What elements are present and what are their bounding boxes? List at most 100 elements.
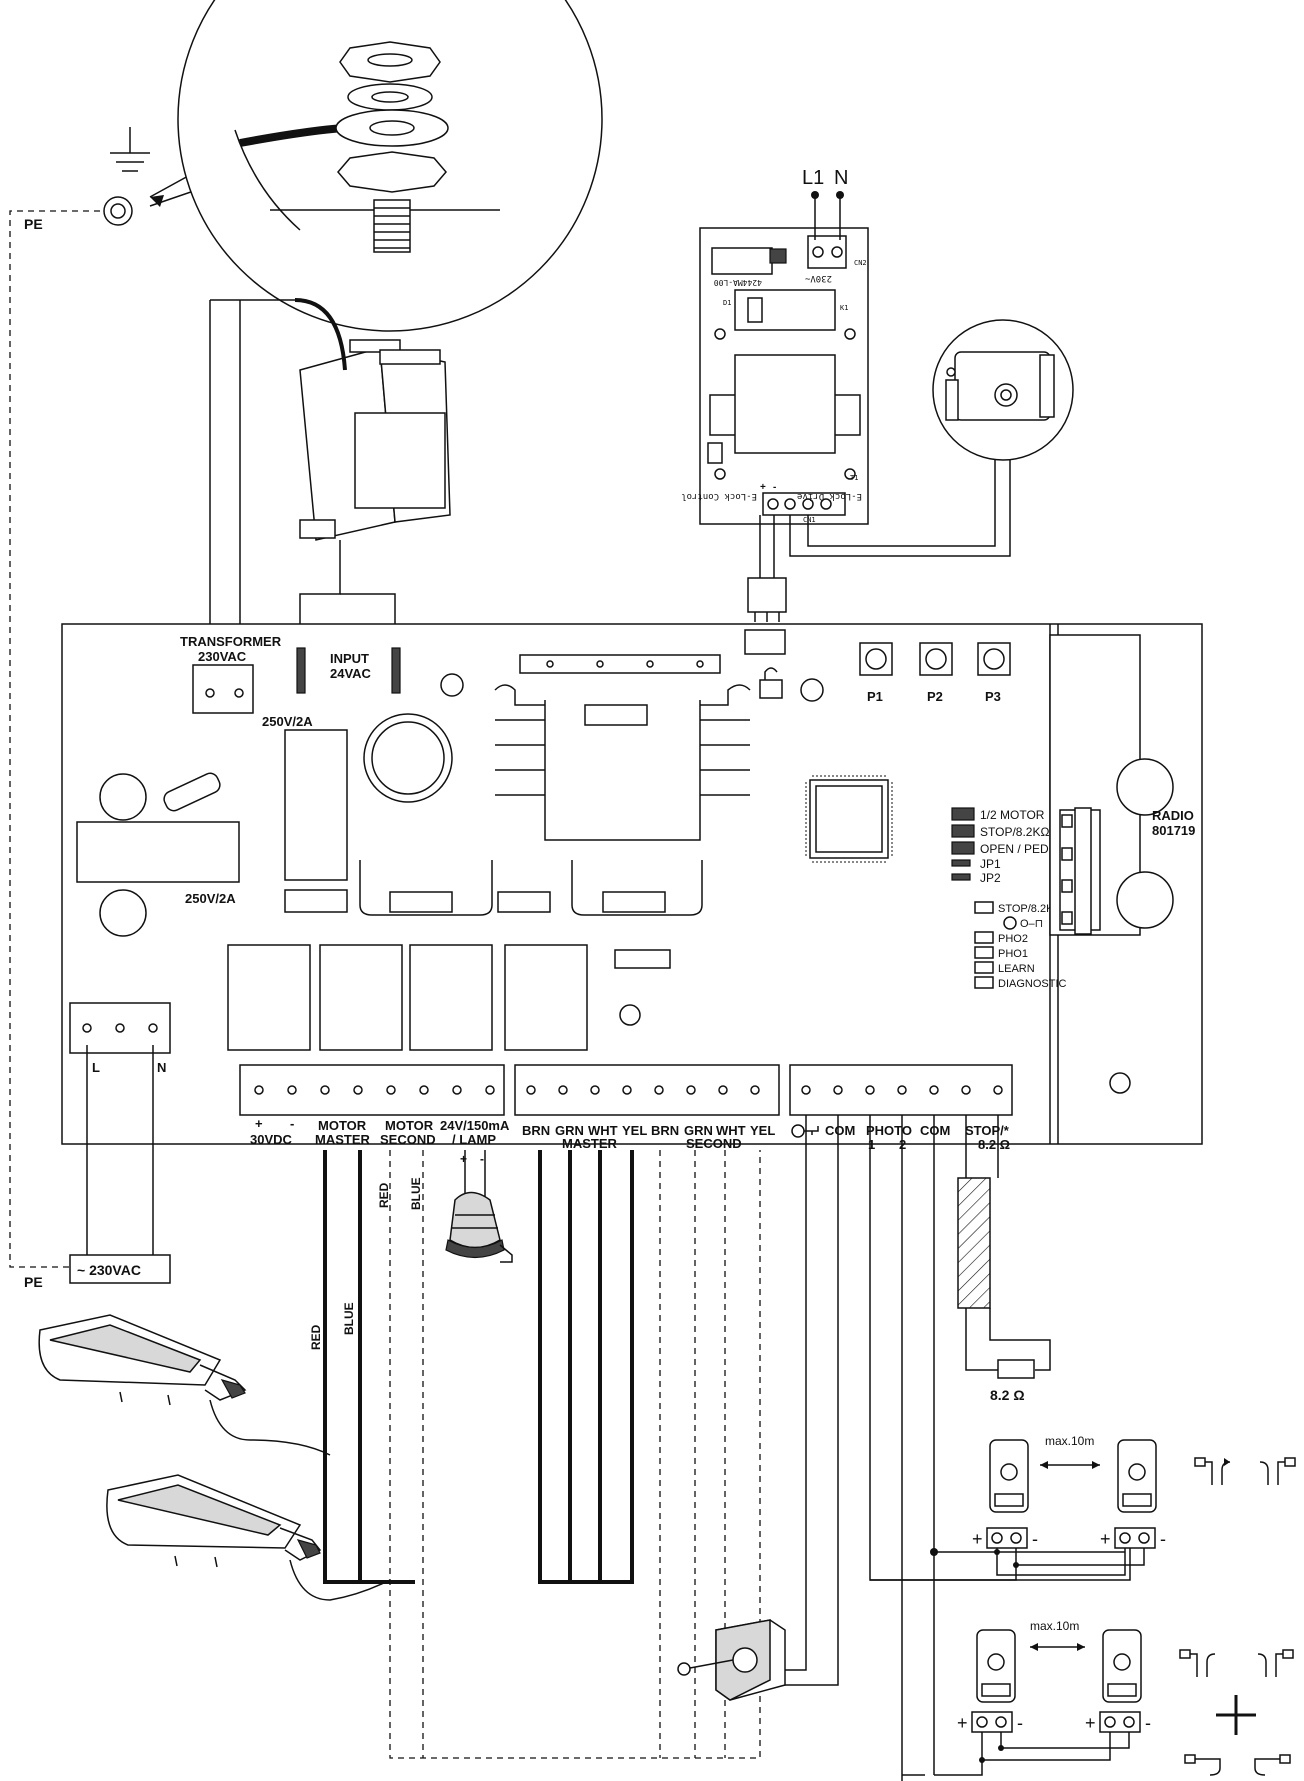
threaded-stud-icon bbox=[373, 199, 411, 253]
elock-cn1-text: CN1 bbox=[803, 516, 816, 524]
input-pin-b bbox=[391, 647, 401, 694]
elock-relay-module: 230V~ CN2 4244MA-L00 D1 K1 T1 CN1 E-Lock… bbox=[681, 227, 869, 525]
photocell-rx-1-icon bbox=[1117, 1439, 1157, 1513]
enc-master-brn: BRN bbox=[522, 1123, 550, 1138]
elock-cn2-text: CN2 bbox=[854, 259, 867, 267]
photocell-tx-1-icon bbox=[989, 1439, 1029, 1513]
terminal-strip-encoders bbox=[514, 1064, 780, 1116]
lamp-2: / LAMP bbox=[452, 1132, 496, 1147]
motor-second-1: MOTOR bbox=[385, 1118, 434, 1133]
ring-terminal-icon bbox=[335, 109, 449, 147]
p2-label: P2 bbox=[927, 689, 943, 704]
nut-icon bbox=[339, 41, 441, 83]
transformer-connector bbox=[192, 664, 254, 714]
capacitor-icon bbox=[363, 713, 453, 803]
max-distance-2: max.10m bbox=[1030, 1619, 1079, 1633]
motor-master-2: MASTER bbox=[315, 1132, 371, 1147]
led-label-1: STOP/8.2K bbox=[998, 903, 1054, 915]
led-label-4: PHO1 bbox=[998, 948, 1028, 960]
pc2-rx-plus: + bbox=[1085, 1713, 1096, 1733]
p3-label: P3 bbox=[985, 689, 1001, 704]
pc1-tx-minus: - bbox=[1032, 1529, 1038, 1549]
fuse-left-label: 250V/2A bbox=[185, 891, 236, 906]
lamp-1: 24V/150mA bbox=[440, 1118, 510, 1133]
electric-lock-icon bbox=[932, 319, 1074, 461]
lamp-minus: - bbox=[480, 1152, 484, 1166]
led-label-6: DIAGNOSTIC bbox=[998, 978, 1067, 990]
input-label: INPUT bbox=[330, 651, 369, 666]
wire-red2-label: RED bbox=[377, 1182, 391, 1208]
jumper-label-1: 1/2 MOTOR bbox=[980, 808, 1045, 822]
elock-control-text: E-Lock Control bbox=[681, 491, 757, 501]
jumper-label-3: OPEN / PED bbox=[980, 842, 1049, 856]
led-block bbox=[974, 901, 1017, 989]
key-switch-icon bbox=[677, 1619, 786, 1701]
pc1-rx-plus: + bbox=[1100, 1529, 1111, 1549]
enc-master-grn: GRN bbox=[555, 1123, 584, 1138]
elock-plug-icon bbox=[747, 577, 787, 613]
gate-actuator-second-icon bbox=[106, 1474, 322, 1568]
mains-terminal-block bbox=[69, 1002, 171, 1054]
lamp-plus: + bbox=[460, 1152, 467, 1166]
pc2-tx-minus: - bbox=[1017, 1713, 1023, 1733]
terminal-stop: STOP/* bbox=[965, 1123, 1010, 1138]
pc1-tx-plus: + bbox=[972, 1529, 983, 1549]
photocell-rx-2-icon bbox=[1102, 1629, 1142, 1703]
enc-second-wht: WHT bbox=[716, 1123, 746, 1138]
resistor-label: 8.2 Ω bbox=[990, 1387, 1025, 1403]
wire-blue-label: BLUE bbox=[342, 1302, 356, 1335]
motor-master-1: MOTOR bbox=[318, 1118, 367, 1133]
relay-1 bbox=[227, 944, 311, 1051]
earth-bolt-detail bbox=[177, 0, 603, 332]
fuse-top-label: 250V/2A bbox=[262, 714, 313, 729]
stop-wire-sleeve bbox=[957, 1177, 991, 1309]
transformer-label: TRANSFORMER bbox=[180, 634, 282, 649]
gate-actuator-master-icon bbox=[38, 1314, 247, 1406]
fuse-holder-icon bbox=[163, 772, 221, 812]
pc2-rx-minus: - bbox=[1145, 1713, 1151, 1733]
terminal-strip-motors bbox=[239, 1064, 505, 1116]
mains-supply-label: ~ 230VAC bbox=[77, 1262, 141, 1278]
terminal-com-2: COM bbox=[920, 1123, 950, 1138]
photocell-tx-2-icon bbox=[976, 1629, 1016, 1703]
enc-master-label: MASTER bbox=[562, 1136, 618, 1151]
lock-icon bbox=[759, 667, 783, 699]
heatsink-icon bbox=[494, 654, 751, 841]
pc2-tx-plus: + bbox=[957, 1713, 968, 1733]
gate-opening-icon-2 bbox=[1179, 1649, 1294, 1677]
radio-code-label: 801719 bbox=[1152, 823, 1195, 838]
mains-supply-box bbox=[69, 1254, 171, 1284]
button-p1[interactable] bbox=[859, 642, 893, 676]
warning-lamp-icon bbox=[445, 1150, 513, 1263]
terminal-minus: - bbox=[290, 1116, 294, 1131]
led-label-2: O–⊓ bbox=[1020, 918, 1043, 930]
pc1-rx-minus: - bbox=[1160, 1529, 1166, 1549]
plus-icon bbox=[1216, 1695, 1256, 1735]
enc-second-label: SECOND bbox=[686, 1136, 742, 1151]
pe-wire bbox=[9, 210, 100, 1268]
pe-label-top: PE bbox=[24, 216, 43, 232]
terminal-plus: + bbox=[255, 1116, 263, 1131]
wire-red-label: RED bbox=[309, 1324, 323, 1350]
led-label-3: PHO2 bbox=[998, 933, 1028, 945]
ground-symbol-icon bbox=[110, 127, 150, 172]
motor-second-2: SECOND bbox=[380, 1132, 436, 1147]
relay-3 bbox=[409, 944, 493, 1051]
nut-icon bbox=[337, 151, 447, 193]
gate-opening-icon bbox=[1194, 1457, 1296, 1485]
button-p2[interactable] bbox=[919, 642, 953, 676]
elock-k1-text: K1 bbox=[840, 304, 848, 312]
wire-blue2-label: BLUE bbox=[409, 1177, 423, 1210]
terminal-photo-1: 1 bbox=[868, 1137, 875, 1152]
photocell-terminals-2 bbox=[971, 1711, 1141, 1733]
button-p3[interactable] bbox=[977, 642, 1011, 676]
washer-icon bbox=[347, 83, 433, 111]
enc-second-yel: YEL bbox=[750, 1123, 775, 1138]
relay-block-icon bbox=[284, 729, 348, 881]
jumper-block bbox=[951, 807, 975, 881]
terminal-photo: PHOTO bbox=[866, 1123, 912, 1138]
elock-drive-text: E-Lock Drive bbox=[797, 491, 862, 501]
resistor-icon bbox=[997, 1359, 1035, 1379]
jumper-label-2: STOP/8.2KΩ bbox=[980, 825, 1049, 839]
